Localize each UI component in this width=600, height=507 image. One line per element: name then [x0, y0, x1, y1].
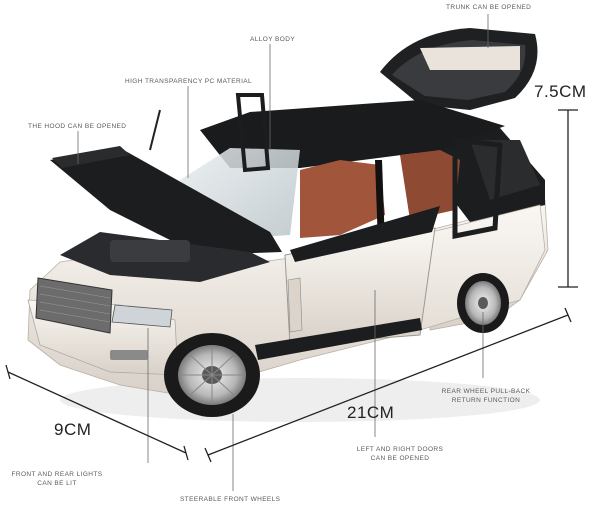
height-dimension-text: 7.5CM [534, 82, 587, 101]
engine-cover [110, 240, 190, 262]
fog-light [110, 350, 148, 360]
doors-label-line2: CAN BE OPENED [370, 455, 430, 462]
lights-label: FRONT AND REAR LIGHTS CAN BE LIT [2, 470, 112, 488]
hood [50, 148, 282, 255]
pc-material-label: HIGH TRANSPARENCY PC MATERIAL [125, 78, 253, 85]
hood-edge [52, 146, 130, 168]
interior-rear-seats [400, 150, 460, 220]
rear-side-window [470, 140, 540, 200]
trunk-label: TRUNK CAN BE OPENED [446, 4, 532, 11]
alloy-body-label: ALLOY BODY [250, 36, 296, 43]
height-dimension-line [558, 109, 578, 288]
headlight [111, 304, 173, 328]
trunk-lid-panel [420, 46, 520, 70]
front-door-window-frame [290, 206, 440, 262]
lights-label-line2: CAN BE LIT [37, 480, 77, 487]
rear-wheel-label-line1: REAR WHEEL PULL-BACK [441, 388, 531, 395]
upper-door [235, 93, 271, 173]
width-dimension-text: 9CM [54, 420, 92, 439]
rear-wheel-label-line2: RETURN FUNCTION [451, 397, 521, 404]
leader-lines [77, 14, 489, 491]
length-dimension-line [204, 307, 572, 463]
doors-label-line1: LEFT AND RIGHT DOORS [356, 446, 444, 453]
doors-label: LEFT AND RIGHT DOORS CAN BE OPENED [345, 445, 455, 463]
hood-rod [149, 109, 161, 151]
grille-mesh [39, 285, 111, 323]
front-door-vent [287, 277, 303, 333]
front-wheels-label: STEERABLE FRONT WHEELS [180, 496, 281, 503]
rear-wheel-label: REAR WHEEL PULL-BACK RETURN FUNCTION [431, 387, 541, 405]
interior-seats [300, 160, 385, 238]
rear-wheel [457, 273, 509, 333]
front-wheel [164, 333, 260, 417]
width-dimension-line [5, 364, 189, 461]
length-dimension-text: 21CM [347, 403, 395, 422]
lights-label-line1: FRONT AND REAR LIGHTS [11, 471, 103, 478]
side-skirt [255, 318, 422, 360]
hood-label: THE HOOD CAN BE OPENED [28, 123, 127, 130]
rear-door [452, 137, 503, 240]
